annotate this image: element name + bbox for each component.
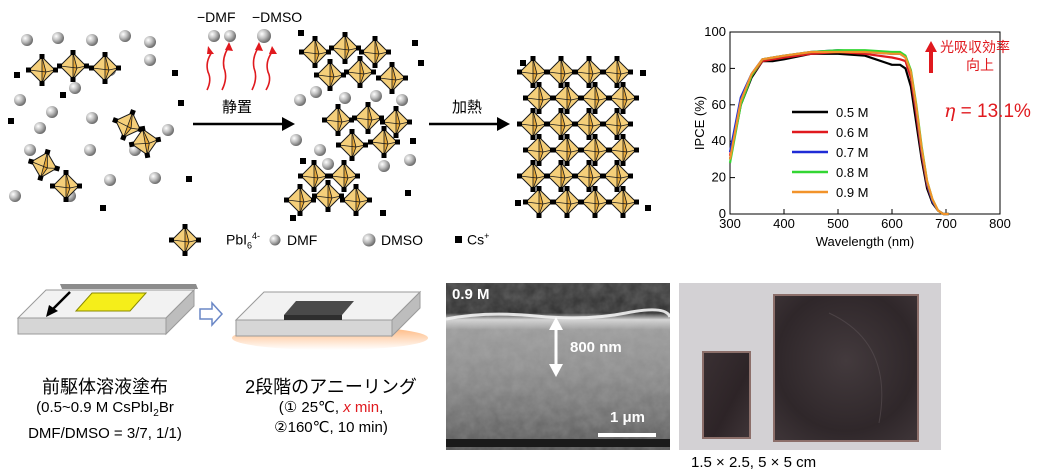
- y-tick-label: 0: [719, 206, 726, 221]
- y-axis-label: IPCE (%): [692, 96, 707, 150]
- x-tick-label: 500: [827, 216, 849, 231]
- dmf-legend-label: DMF: [287, 232, 318, 248]
- x-tick-label: 800: [989, 216, 1011, 231]
- x-tick-label: 600: [881, 216, 903, 231]
- pbi6-legend-label: PbI64-: [226, 231, 261, 251]
- x-axis-label: Wavelength (nm): [816, 234, 915, 249]
- crystallization-scheme: [8, 29, 651, 257]
- legend-label-2: 0.6 M: [836, 125, 869, 140]
- device-photo: [679, 283, 941, 450]
- legend-label-4: 0.8 M: [836, 165, 869, 180]
- step1-label: 静置: [222, 99, 253, 116]
- scale-bar: [598, 433, 656, 437]
- series-line-5: [728, 50, 949, 216]
- y-tick-label: 100: [704, 24, 726, 39]
- step2-label: 加熱: [452, 99, 483, 116]
- absorption-improve-annotation: 光吸収効率 向上: [940, 39, 1010, 73]
- coating-caption: 前駆体溶液塗布 (0.5~0.9 M CsPbI2Br DMF/DMSO = 3…: [28, 377, 182, 442]
- dmf-legend-icon: [269, 234, 281, 246]
- ipce-chart: 300 400 500 600 700 800 0 20 40 60 80 100Wavelength…: [692, 24, 1011, 249]
- legend-label-3: 0.7 M: [836, 145, 869, 160]
- cs-legend-label: Cs+: [467, 231, 490, 248]
- y-tick-label: 80: [712, 60, 726, 75]
- release-label-dmso: −DMSO: [252, 9, 303, 25]
- pbi6-legend-icon: [168, 223, 202, 257]
- x-tick-label: 700: [935, 216, 957, 231]
- x-tick-label: 400: [773, 216, 795, 231]
- thickness-arrow: [549, 317, 563, 377]
- sem-sample-label: 0.9 M: [452, 286, 490, 303]
- plot-area: [729, 31, 1001, 215]
- dmso-legend-label: DMSO: [381, 232, 423, 248]
- anneal-substrate: [232, 290, 428, 350]
- thickness-label: 800 nm: [570, 339, 622, 356]
- release-arrow-dmf: [206, 51, 213, 91]
- coating-substrate: [16, 284, 198, 336]
- legend-label-5: 0.9 M: [836, 185, 869, 200]
- sem-cross-section: 0.9 M 800 nm 1 μm: [446, 283, 670, 450]
- release-label-dmf: −DMF: [197, 9, 236, 25]
- y-tick-label: 20: [712, 170, 726, 185]
- device-size-caption: 1.5 × 2.5, 5 × 5 cm: [691, 454, 817, 471]
- scale-bar-label: 1 μm: [610, 409, 646, 426]
- dmso-legend-icon: [362, 233, 376, 247]
- release-arrow-dmso: [251, 47, 259, 91]
- process-illustration: [16, 284, 428, 350]
- cs-legend-icon: [455, 236, 462, 243]
- improve-up-arrow: [925, 41, 937, 73]
- y-tick-label: 40: [712, 133, 726, 148]
- process-arrow: [199, 301, 224, 327]
- annealing-caption: 2段階のアニーリング (① 25℃, x min, ②160℃, 10 min): [245, 377, 417, 436]
- legend-label-1: 0.5 M: [836, 105, 869, 120]
- x-tick-label: 300: [719, 216, 741, 231]
- y-tick-label: 60: [712, 97, 726, 112]
- efficiency-label: η = 13.1%: [944, 100, 1031, 122]
